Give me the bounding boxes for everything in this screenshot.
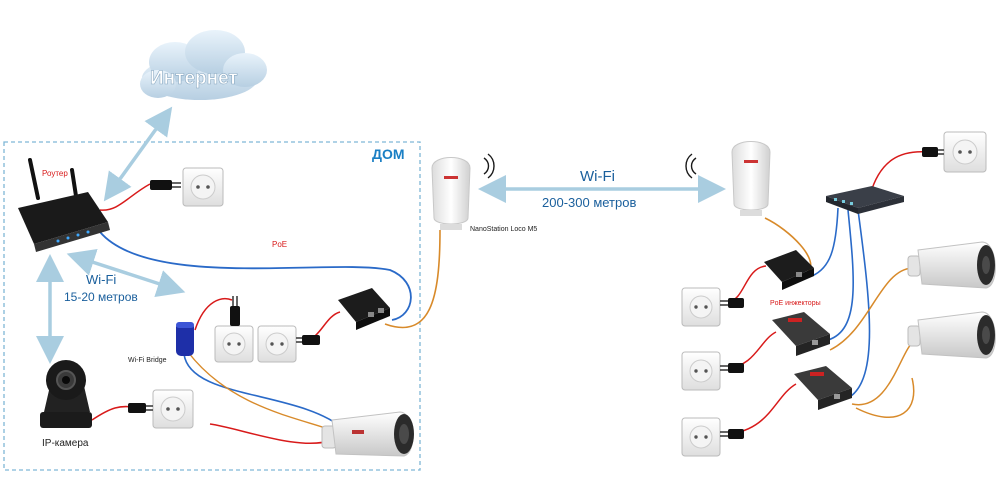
power-socket-icon [257, 325, 297, 363]
cable-router-power [99, 183, 151, 211]
cable-switch-power [869, 151, 929, 196]
power-plug-icon [230, 296, 240, 326]
cable-switch-poe2 [827, 209, 854, 341]
power-socket-icon [152, 389, 194, 429]
power-socket-icon [943, 131, 987, 173]
power-socket-icon [681, 417, 721, 457]
nanostation-remote-icon [731, 141, 771, 216]
router-icon [18, 158, 110, 252]
cable-switch-poe1 [811, 207, 839, 277]
power-plug-icon [150, 180, 181, 190]
poe-injector-icon [764, 250, 814, 290]
arrow-router-internet [103, 106, 173, 202]
wifi-bridge-icon [176, 322, 194, 356]
wifi-link-distance: 200-300 метров [542, 195, 636, 210]
cable-poe-nanostation [384, 229, 441, 329]
wifi-left-label: Wi-Fi [86, 272, 116, 287]
poe-injector-icon [338, 288, 390, 330]
cable-poe1-power [727, 265, 767, 303]
cable-bridge-power [194, 298, 233, 331]
ip-camera-label: IP-камера [42, 438, 89, 449]
power-plug-icon [720, 363, 744, 373]
cable-poe2-cam1 [829, 267, 913, 351]
ip-camera-icon [40, 360, 92, 428]
network-switch-icon [826, 186, 904, 214]
nanostation-icon [431, 157, 471, 230]
poe-injector-icon [794, 366, 852, 410]
internet-cloud-icon [140, 30, 267, 100]
wifi-signal-icon [483, 153, 495, 179]
power-socket-icon [681, 351, 721, 391]
power-plug-icon [922, 147, 944, 157]
home-boundary [3, 141, 421, 471]
poe-label: PoE [272, 240, 287, 249]
arrow-router-bridge [66, 249, 186, 297]
power-plug-icon [720, 298, 744, 308]
cable-camera-power-home [209, 423, 333, 445]
wifi-bridge-label: Wi-Fi Bridge [128, 357, 167, 364]
power-plug-icon [296, 335, 320, 345]
router-label: Роутер [42, 169, 68, 178]
cable-switch-poe3 [847, 209, 871, 399]
poe-injectors-label: PoE инжекторы [770, 300, 821, 307]
cable-router-poe [99, 231, 412, 321]
bullet-camera-icon [321, 411, 414, 457]
bullet-camera-icon [907, 311, 996, 359]
bullet-camera-icon [907, 241, 996, 289]
power-socket-icon [182, 167, 224, 207]
power-socket-icon [681, 287, 721, 327]
power-plug-icon [128, 403, 153, 413]
cable-poe3-extra [855, 377, 915, 418]
poe-injector-icon [772, 312, 830, 356]
internet-label: Интернет [150, 68, 238, 89]
nanostation-label: NanoStation Loco M5 [470, 226, 537, 233]
home-label: ДОМ [372, 146, 405, 162]
cable-poe3-cam2 [851, 339, 916, 406]
wifi-link-label: Wi-Fi [580, 168, 615, 185]
power-socket-icon [214, 325, 254, 363]
wifi-signal-icon [685, 153, 697, 179]
wifi-left-distance: 15-20 метров [64, 290, 138, 304]
cable-bridge-camera-blue [183, 353, 346, 431]
power-plug-icon [720, 429, 744, 439]
cable-poe3-power [727, 383, 797, 435]
cable-poe2-power [727, 331, 777, 369]
